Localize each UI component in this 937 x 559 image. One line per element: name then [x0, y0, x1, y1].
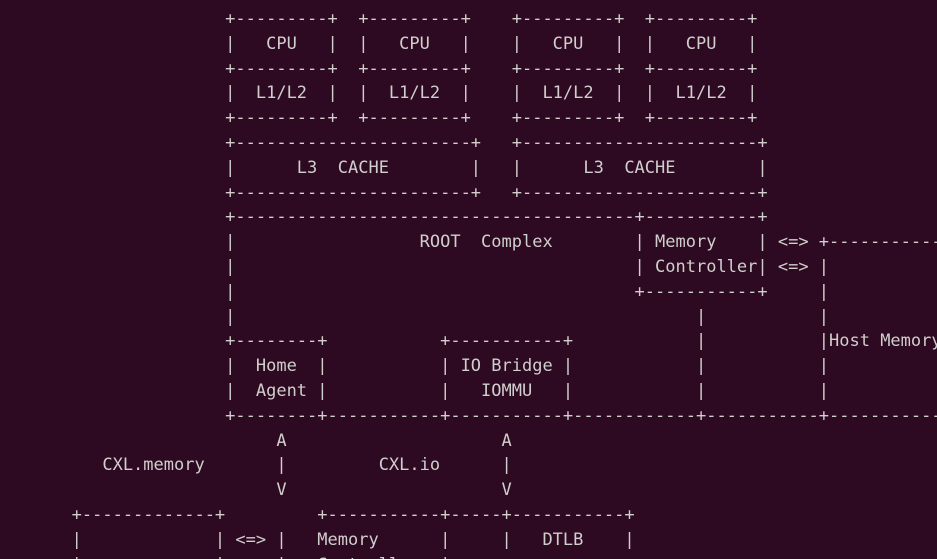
cxl-architecture-ascii-diagram: +---------+ +---------+ +---------+ +---… — [71, 9, 937, 559]
